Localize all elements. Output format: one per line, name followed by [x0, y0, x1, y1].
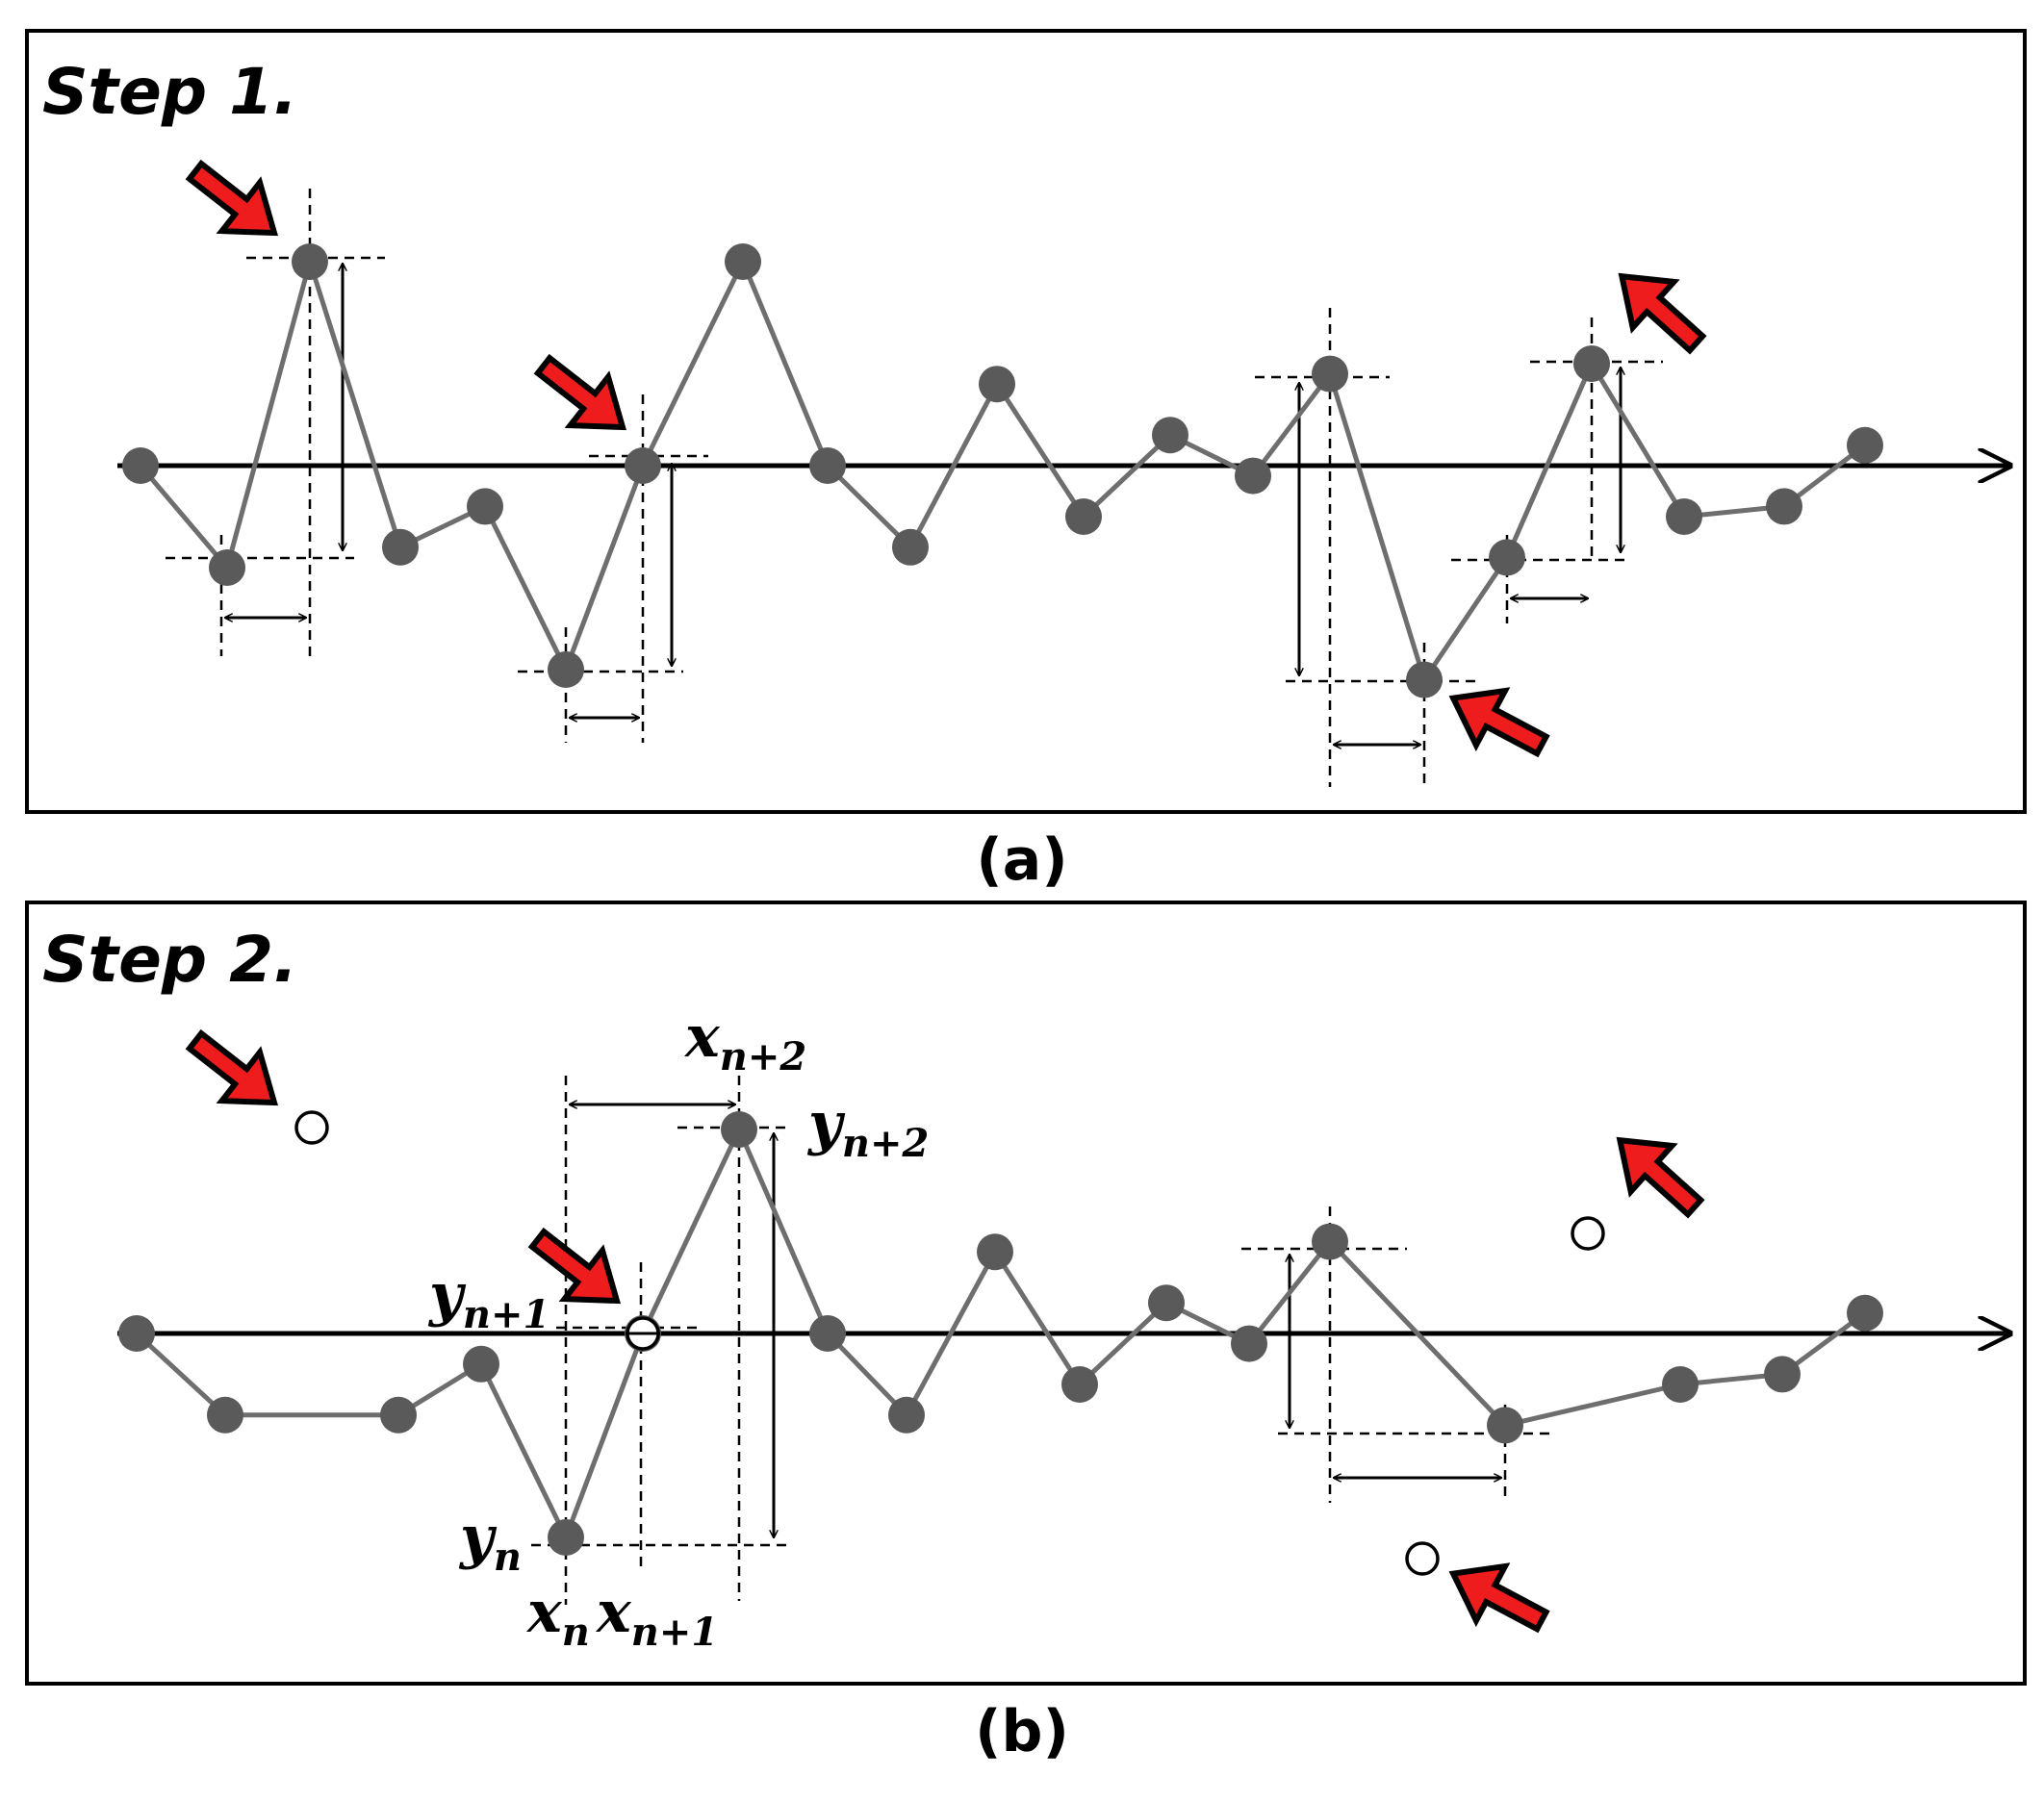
label-x-n1: xn+1 — [595, 1579, 718, 1655]
series-line — [139, 259, 1867, 683]
panel-b-math-labels: xn+2 yn+2 yn+1 yn xn xn+1 — [427, 1003, 929, 1655]
series-point — [725, 243, 761, 280]
series-point — [548, 1519, 584, 1556]
hollow-circle-icon — [1405, 1541, 1440, 1576]
series-point — [209, 549, 245, 586]
red-block-arrow-icon — [1601, 253, 1717, 366]
panel-b-frame — [25, 901, 2027, 1686]
label-y-n1: yn+1 — [427, 1261, 549, 1337]
panel-a: Step 1. — [25, 29, 2027, 814]
panel-a-title: Step 1. — [42, 55, 297, 129]
panel-b-title: Step 2. — [42, 923, 297, 997]
panel-b-removed-points — [294, 1110, 1605, 1576]
series-point — [809, 1315, 846, 1352]
series-point — [1764, 1356, 1801, 1393]
panel-b-measure-arrows — [570, 1104, 1501, 1537]
label-x-n: xn — [525, 1579, 590, 1655]
panel-a-measure-arrows — [225, 264, 1621, 745]
panel-b: Step 2. — [25, 901, 2027, 1686]
series-point — [1312, 355, 1348, 393]
panel-a-series-plot — [122, 243, 1883, 698]
series-point — [1406, 661, 1443, 698]
panel-a-guides — [166, 189, 1663, 787]
panel-a-caption: (a) — [976, 826, 1067, 894]
series-point — [463, 1345, 499, 1383]
series-point — [548, 651, 584, 688]
series-point — [118, 1315, 155, 1352]
series-point — [380, 1396, 417, 1434]
hollow-circle-icon — [1571, 1216, 1605, 1251]
series-point — [1231, 1325, 1267, 1362]
series-point — [888, 1396, 925, 1434]
red-block-arrow-icon — [176, 1017, 293, 1127]
series-point — [1573, 345, 1610, 382]
series-point — [979, 366, 1015, 403]
label-y-n: yn — [458, 1504, 522, 1580]
series-point — [1312, 1223, 1348, 1260]
red-block-arrow-icon — [176, 147, 293, 257]
label-x-n2: xn+2 — [683, 1003, 806, 1079]
series-point — [1662, 1366, 1699, 1403]
panel-a-marker-arrows — [176, 147, 1717, 773]
series-point — [625, 447, 661, 484]
series-point — [207, 1396, 243, 1434]
panel-a-frame — [25, 29, 2027, 814]
series-point — [1148, 1284, 1185, 1322]
series-point — [1065, 498, 1102, 535]
series-point — [809, 447, 846, 484]
series-point — [1489, 539, 1525, 576]
red-block-arrow-icon — [1439, 671, 1556, 772]
panel-b-caption: (b) — [975, 1698, 1069, 1765]
series-point — [1666, 498, 1702, 535]
label-y-n2: yn+2 — [806, 1090, 929, 1166]
series-point — [1235, 457, 1271, 495]
series-point — [122, 447, 159, 484]
series-point — [382, 528, 419, 566]
series-point — [1847, 1294, 1883, 1332]
red-block-arrow-icon — [524, 342, 641, 451]
series-point — [1766, 488, 1802, 525]
series-point — [1152, 417, 1188, 454]
red-block-arrow-icon — [1439, 1546, 1556, 1647]
series-point — [467, 488, 503, 525]
series-point — [892, 528, 929, 566]
series-point — [292, 243, 328, 280]
hollow-circle-icon — [294, 1110, 329, 1145]
series-point — [977, 1233, 1013, 1271]
panel-b-guides — [531, 1076, 1549, 1605]
series-point — [1487, 1407, 1523, 1444]
series-point — [1061, 1366, 1098, 1403]
series-point — [1847, 426, 1883, 464]
red-block-arrow-icon — [1599, 1117, 1715, 1230]
series-point — [721, 1111, 757, 1148]
